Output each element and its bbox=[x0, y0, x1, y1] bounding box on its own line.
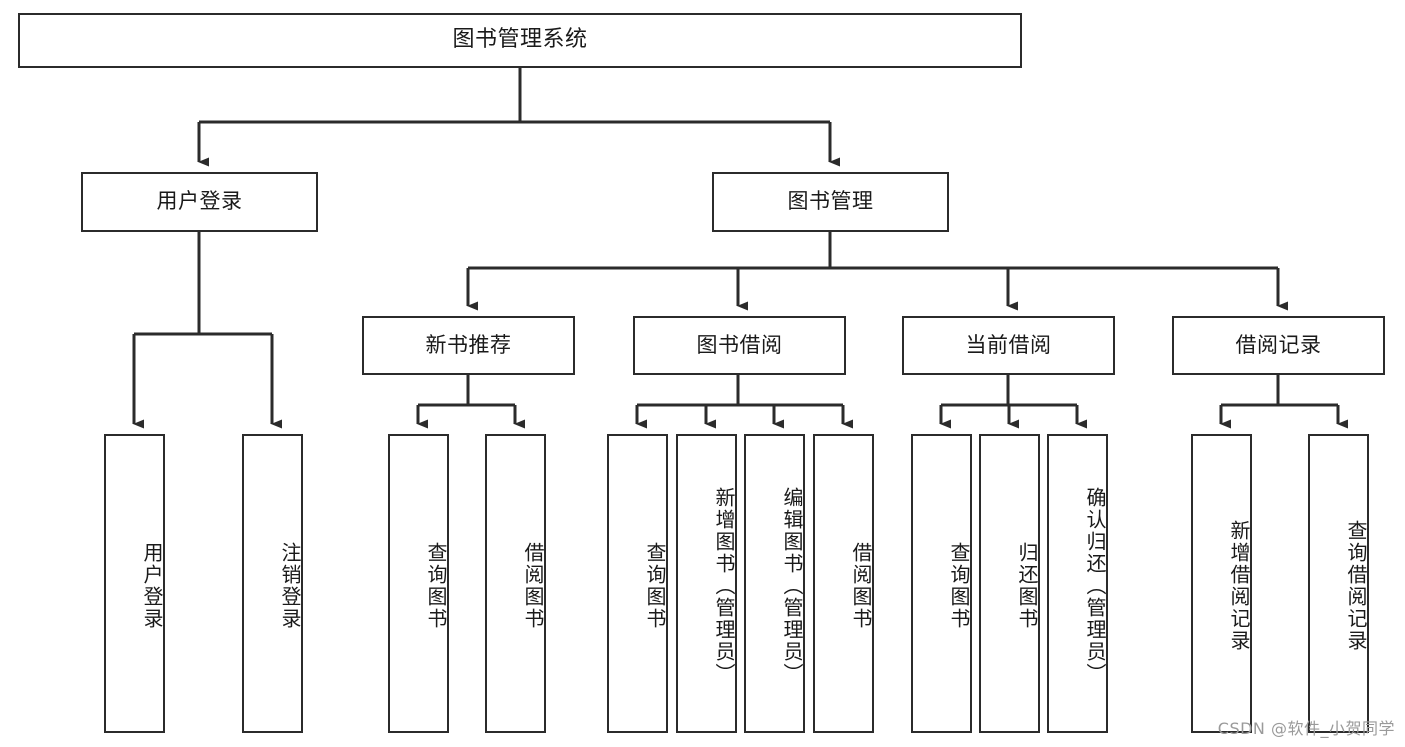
node-label: 用户登录 bbox=[140, 541, 164, 630]
node-label: 借阅图书 bbox=[849, 541, 873, 630]
node-label: 注销登录 bbox=[278, 541, 302, 630]
node-label: 新书推荐 bbox=[425, 332, 512, 357]
leaf-newbook-query-book[interactable]: 查询图书 bbox=[388, 434, 449, 733]
leaf-record-query-borrow-record[interactable]: 查询借阅记录 bbox=[1308, 434, 1369, 733]
node-label: 归还图书 bbox=[1015, 541, 1039, 630]
node-label: 查询借阅记录 bbox=[1344, 519, 1368, 652]
leaf-user-login[interactable]: 用户登录 bbox=[104, 434, 165, 733]
leaf-newbook-borrow-book[interactable]: 借阅图书 bbox=[485, 434, 546, 733]
node-label: 确认归还（管理员） bbox=[1083, 486, 1107, 685]
node-label: 查询图书 bbox=[424, 541, 448, 630]
leaf-current-return-book[interactable]: 归还图书 bbox=[979, 434, 1040, 733]
node-book-borrow[interactable]: 图书借阅 bbox=[633, 316, 846, 375]
node-label: 图书借阅 bbox=[696, 332, 783, 357]
node-user-login[interactable]: 用户登录 bbox=[81, 172, 318, 232]
leaf-bookborrow-borrow-book[interactable]: 借阅图书 bbox=[813, 434, 874, 733]
node-label: 新增图书（管理员） bbox=[712, 486, 736, 685]
leaf-current-confirm-return-admin[interactable]: 确认归还（管理员） bbox=[1047, 434, 1108, 733]
node-label: 查询图书 bbox=[643, 541, 667, 630]
leaf-current-query-book[interactable]: 查询图书 bbox=[911, 434, 972, 733]
leaf-bookborrow-edit-book-admin[interactable]: 编辑图书（管理员） bbox=[744, 434, 805, 733]
node-borrow-record[interactable]: 借阅记录 bbox=[1172, 316, 1385, 375]
node-new-book-recommend[interactable]: 新书推荐 bbox=[362, 316, 575, 375]
leaf-bookborrow-query-book[interactable]: 查询图书 bbox=[607, 434, 668, 733]
node-label: 图书管理 bbox=[787, 189, 874, 214]
node-label: 借阅图书 bbox=[521, 541, 545, 630]
node-root-book-management-system[interactable]: 图书管理系统 bbox=[18, 13, 1022, 68]
node-current-borrow[interactable]: 当前借阅 bbox=[902, 316, 1115, 375]
leaf-bookborrow-add-book-admin[interactable]: 新增图书（管理员） bbox=[676, 434, 737, 733]
node-book-management[interactable]: 图书管理 bbox=[712, 172, 949, 232]
node-label: 借阅记录 bbox=[1235, 332, 1322, 357]
leaf-record-add-borrow-record[interactable]: 新增借阅记录 bbox=[1191, 434, 1252, 733]
node-label: 新增借阅记录 bbox=[1227, 519, 1251, 652]
node-label: 图书管理系统 bbox=[452, 27, 588, 53]
node-label: 当前借阅 bbox=[965, 332, 1052, 357]
node-label: 查询图书 bbox=[947, 541, 971, 630]
node-label: 用户登录 bbox=[156, 189, 243, 214]
node-label: 编辑图书（管理员） bbox=[780, 486, 804, 685]
leaf-logout[interactable]: 注销登录 bbox=[242, 434, 303, 733]
